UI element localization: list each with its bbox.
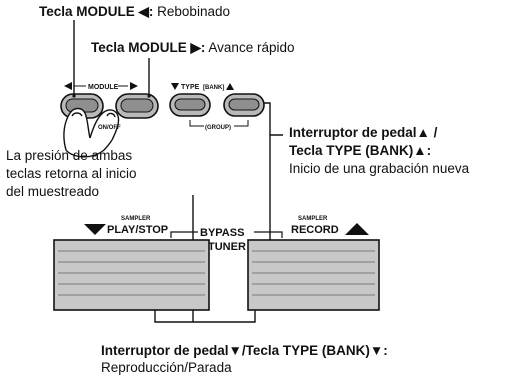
record-label: RECORD [291, 224, 339, 236]
sampler-left-label: SAMPLER [121, 216, 151, 222]
both-keys-line2: teclas retorna al inicio [6, 166, 137, 181]
module-key-header: MODULE [64, 82, 138, 91]
module-sub-label: ON/OFF [98, 125, 121, 131]
module-right-desc: Avance rápido [205, 40, 295, 55]
module-left-key: Tecla MODULE ◀: [39, 4, 154, 19]
module-right-key: Tecla MODULE ▶: [91, 40, 206, 55]
module-left-desc: Rebobinado [153, 4, 230, 19]
type-down-key-button[interactable] [169, 93, 211, 117]
leader-pedal-down-bracket [154, 310, 256, 323]
module-right-callout: Tecla MODULE ▶: Avance rápido [91, 39, 294, 57]
module-left-callout: Tecla MODULE ◀: Rebobinado [39, 3, 230, 21]
type-up-key-button[interactable] [223, 93, 265, 117]
pedal-up-line2: Tecla TYPE (BANK)▲: [289, 143, 432, 158]
type-key-header: TYPE [BANK] [171, 83, 234, 91]
play-stop-label: PLAY/STOP [107, 224, 168, 236]
sampler-right-label: SAMPLER [298, 216, 328, 222]
type-down-arrow-icon [171, 83, 179, 90]
module-right-arrow-icon [130, 82, 138, 90]
right-pedal-header: SAMPLER RECORD [291, 216, 369, 236]
fingers-pressing-icon [63, 107, 120, 158]
bypass-label: BYPASS [200, 227, 244, 239]
bank-label: [BANK] [203, 85, 224, 91]
play-down-arrow-icon [84, 224, 106, 235]
pedal-down-desc: Reproducción/Parada [101, 360, 232, 375]
left-pedal-header: SAMPLER PLAY/STOP [84, 216, 168, 236]
group-label: (GROUP) [205, 125, 231, 131]
bypass-tuner-header: BYPASS TUNER [170, 227, 283, 253]
group-bracket: (GROUP) [189, 120, 249, 131]
both-keys-line3: del muestreado [6, 184, 100, 199]
module-right-key-button[interactable] [115, 93, 159, 119]
module-label: MODULE [88, 84, 119, 91]
pedal-up-line1: Interruptor de pedal▲ / [289, 125, 438, 140]
leader-dots [72, 94, 151, 98]
play-stop-pedal[interactable] [53, 239, 210, 311]
tuner-label: TUNER [208, 241, 246, 253]
type-up-arrow-icon [226, 83, 234, 90]
type-label: TYPE [181, 84, 200, 91]
pedal-up-desc: Inicio de una grabación nueva [289, 161, 470, 176]
pedal-down-key: Interruptor de pedal▼/Tecla TYPE (BANK)▼… [101, 343, 388, 358]
record-up-arrow-icon [345, 223, 369, 235]
record-pedal[interactable] [247, 239, 380, 311]
module-left-arrow-icon [64, 82, 72, 90]
